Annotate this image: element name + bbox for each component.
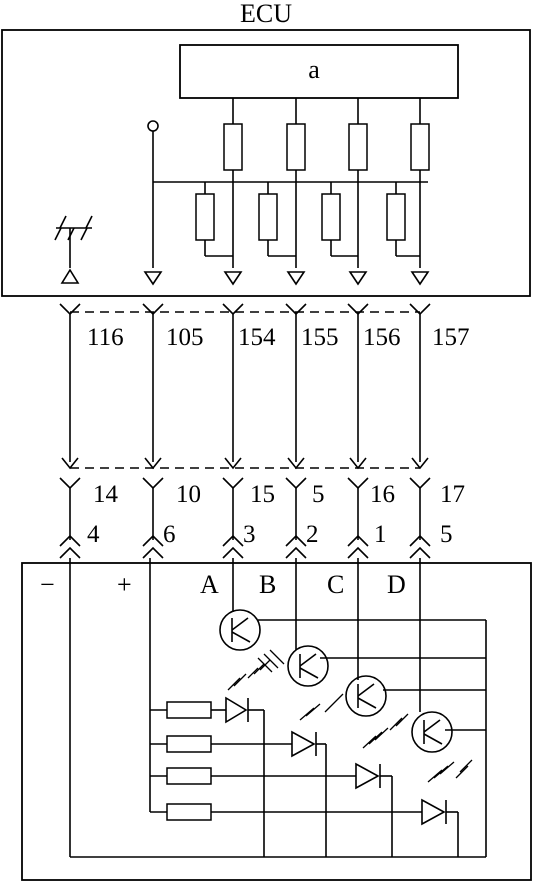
ecu-block-a <box>179 44 459 99</box>
channel-d-label: D <box>387 570 406 599</box>
led-c <box>150 762 393 857</box>
channel-c-label: C <box>327 570 344 599</box>
sensor-pin-1: 1 <box>374 521 387 548</box>
light-rays <box>227 649 473 783</box>
mid-pin-10: 10 <box>176 481 201 508</box>
wiring-harness: 116 105 154 155 156 157 14 10 <box>59 303 470 559</box>
ecu-pin-116: 116 <box>87 324 124 351</box>
sensor-unit: − + A B C D <box>21 558 532 881</box>
led-b <box>150 730 327 857</box>
sensor-pin-6: 6 <box>163 521 176 548</box>
sensor-connector <box>59 534 431 559</box>
ecu-outline <box>1 29 531 297</box>
ecu-pin-105: 105 <box>166 324 204 351</box>
ecu-pin-155: 155 <box>301 324 339 351</box>
led-a <box>150 696 265 857</box>
mid-pin-5: 5 <box>312 481 325 508</box>
sensor-pin-3: 3 <box>243 521 256 548</box>
mid-pin-16: 16 <box>370 481 395 508</box>
mid-pin-14: 14 <box>93 481 119 508</box>
polarity-plus: + <box>117 570 132 599</box>
mid-pin-15: 15 <box>250 481 275 508</box>
phototransistor-a <box>219 609 261 651</box>
led-d <box>150 798 459 857</box>
ecu-title: ECU <box>240 0 292 28</box>
phototransistor-b <box>287 645 329 687</box>
ecu-unit: ECU a <box>1 0 531 297</box>
ecu-signal-channels <box>195 98 430 286</box>
ecu-pin-154: 154 <box>238 324 276 351</box>
sensor-pin-5: 5 <box>440 521 453 548</box>
ecu-pin-156: 156 <box>363 324 401 351</box>
mid-pin-17: 17 <box>440 481 465 508</box>
phototransistor-d <box>411 711 453 753</box>
ecu-pin-157: 157 <box>432 324 470 351</box>
channel-a-label: A <box>200 570 219 599</box>
sensor-pin-2: 2 <box>306 521 319 548</box>
phototransistor-c <box>345 675 387 717</box>
channel-b-label: B <box>259 570 276 599</box>
ecu-supply-line <box>143 120 428 286</box>
ecu-block-a-label: a <box>308 55 320 84</box>
sensor-pin-4: 4 <box>87 521 100 548</box>
ground-symbol <box>54 215 93 284</box>
polarity-minus: − <box>40 570 55 599</box>
sensor-outline <box>21 562 532 881</box>
